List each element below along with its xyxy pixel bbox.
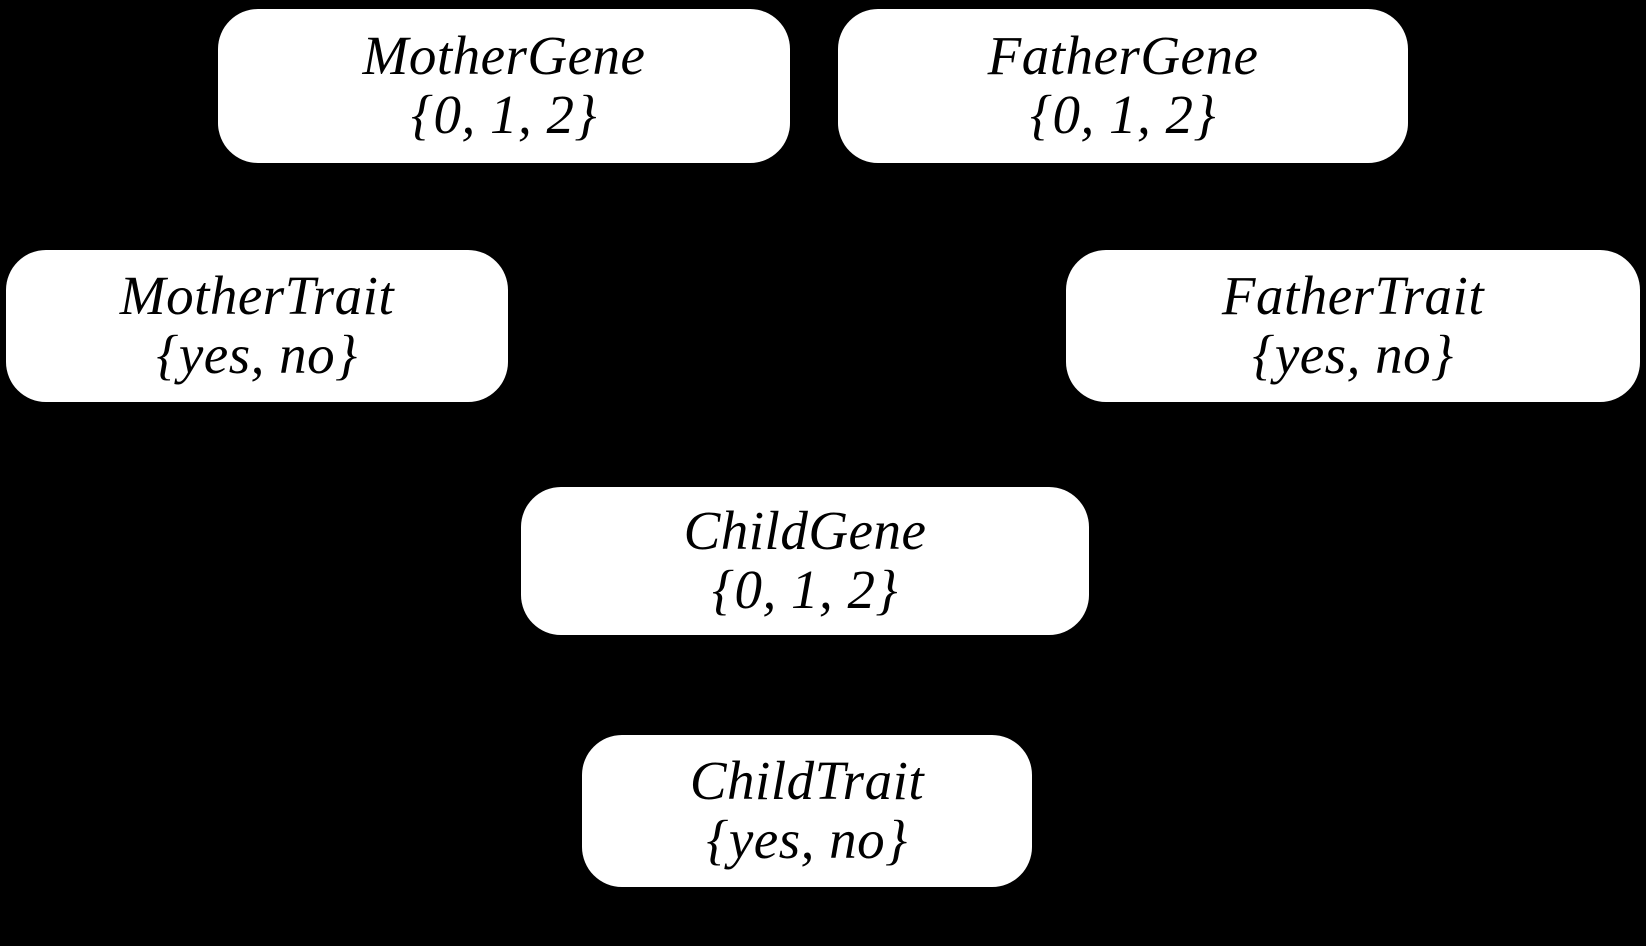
node-child-gene-label: ChildGene [683, 500, 927, 562]
node-mother-gene[interactable]: MotherGene {0, 1, 2} [218, 9, 790, 163]
node-father-trait-domain: {yes, no} [1252, 324, 1454, 385]
node-mother-trait[interactable]: MotherTrait {yes, no} [6, 250, 508, 402]
node-mother-trait-domain: {yes, no} [156, 324, 358, 385]
node-child-gene-domain: {0, 1, 2} [712, 559, 898, 620]
node-father-gene-domain: {0, 1, 2} [1030, 84, 1216, 145]
node-father-trait-label: FatherTrait [1221, 265, 1485, 327]
node-father-gene[interactable]: FatherGene {0, 1, 2} [838, 9, 1408, 163]
node-mother-gene-domain: {0, 1, 2} [411, 84, 597, 145]
node-child-trait-domain: {yes, no} [706, 809, 908, 870]
node-child-trait[interactable]: ChildTrait {yes, no} [582, 735, 1032, 887]
node-child-trait-label: ChildTrait [689, 750, 925, 812]
node-father-trait[interactable]: FatherTrait {yes, no} [1066, 250, 1640, 402]
node-mother-trait-label: MotherTrait [119, 265, 395, 327]
node-mother-gene-label: MotherGene [362, 25, 646, 87]
node-child-gene[interactable]: ChildGene {0, 1, 2} [521, 487, 1089, 635]
node-father-gene-label: FatherGene [987, 25, 1259, 87]
